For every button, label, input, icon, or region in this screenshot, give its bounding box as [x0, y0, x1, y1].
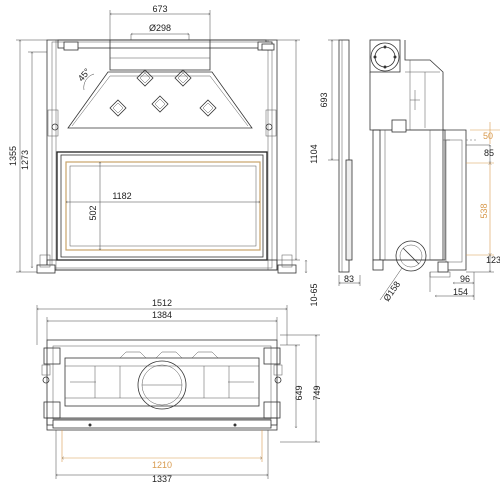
- dim-opening-height: 538: [479, 203, 489, 218]
- dim-inlet-diameter: Ø158: [381, 279, 402, 303]
- top-flue-circle: [137, 360, 187, 410]
- air-inlet: [395, 240, 427, 272]
- dim-glass-width: 1182: [112, 191, 131, 201]
- front-dimensions: 673 Ø298 45° 1355 1273 1182 502 1104 10-…: [8, 4, 319, 307]
- dim-total-height: 1355: [8, 146, 18, 166]
- flue-collar: [109, 39, 211, 71]
- side-body: [369, 40, 444, 261]
- dim-frame-width: 1337: [152, 474, 172, 484]
- dim-upper-height: 693: [319, 92, 329, 107]
- top-outer-frame: [46, 339, 278, 426]
- dim-top-offset: 50: [483, 131, 493, 141]
- dim-left-offset: 83: [344, 274, 354, 284]
- glass-panel: [65, 161, 261, 251]
- dim-top-width: 673: [152, 4, 167, 14]
- dim-glass-height: 502: [88, 205, 98, 220]
- dim-angle: 45°: [76, 66, 93, 83]
- dim-opening-width: 1210: [152, 460, 172, 470]
- dim-body-height: 1273: [20, 150, 30, 170]
- dim-depth-outer: 749: [312, 385, 322, 400]
- side-flue-collar: [370, 42, 400, 72]
- dim-collar-height: 85: [484, 148, 494, 158]
- dim-inlet-offset: 96: [460, 274, 470, 284]
- dim-leg-range: 10-65: [309, 283, 319, 306]
- dim-bottom-height: 123: [486, 255, 500, 265]
- dim-inner-width: 1384: [152, 310, 172, 320]
- dim-flue-diameter: Ø298: [149, 23, 171, 33]
- top-view: [41, 339, 283, 431]
- dim-outer-width: 1512: [152, 298, 172, 308]
- top-dimensions: 1512 1384 649 749 1210 1337: [37, 298, 322, 484]
- front-view: [36, 39, 297, 274]
- dim-depth-inner: 649: [294, 385, 304, 400]
- dim-inlet-depth: 154: [453, 287, 468, 297]
- dim-right-height: 1104: [309, 144, 319, 163]
- hood-vents: [109, 69, 217, 117]
- smoke-hood: [67, 71, 253, 129]
- side-view: [338, 39, 478, 278]
